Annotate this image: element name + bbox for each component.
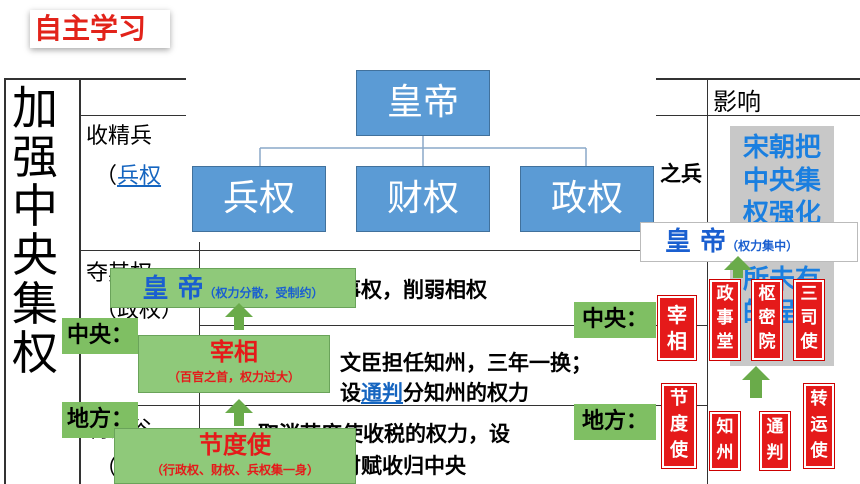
- left-arrow-1-stem: [234, 316, 244, 330]
- row4-label-sub: （: [95, 456, 118, 481]
- row3-text-line2: 设通判分知州的权力: [340, 381, 529, 405]
- right-local-tongpan: 通判: [760, 412, 790, 470]
- left-arrow-2-stem: [234, 412, 244, 426]
- row2-text: 事权，削弱相权: [340, 278, 487, 302]
- left-center-label: 中央：: [62, 318, 138, 354]
- right-local-jiedushi: 节度使: [662, 384, 696, 468]
- right-center-zhengshitang: 政事堂: [710, 280, 740, 360]
- table-border-left: [4, 78, 6, 484]
- left-char: 央: [12, 228, 58, 282]
- left-char: 加: [12, 81, 58, 135]
- right-center-label: 中央：: [574, 302, 656, 338]
- left-char: 集: [12, 277, 58, 331]
- row3-text-line1: 文臣担任知州，三年一换；: [340, 351, 592, 375]
- row3-link-tongpan: 通判: [361, 381, 403, 405]
- org-caiquan-box: 财权: [356, 166, 490, 232]
- left-char: 权: [12, 326, 58, 380]
- right-center-sansishi: 三司使: [794, 280, 824, 360]
- right-emperor-box: 皇 帝（权力集中）: [640, 222, 858, 262]
- row1-right-fragment: 之兵: [660, 162, 702, 186]
- org-emperor-box: 皇帝: [356, 70, 490, 136]
- right-arrow-2-stem: [750, 380, 762, 398]
- left-jiedushi-box: 节度使 （行政权、财权、兵权集一身）: [114, 428, 356, 484]
- table-divider-row4: [79, 405, 707, 406]
- left-column-title: 加 强 中 央 集 权: [12, 84, 68, 378]
- row1-label-sub: （兵权: [95, 164, 162, 189]
- left-arrow-2-icon: [225, 399, 253, 413]
- left-char: 强: [12, 130, 58, 184]
- right-arrow-1-stem: [733, 268, 743, 278]
- row1-label: 收精兵: [86, 124, 153, 149]
- org-bingquan-box: 兵权: [192, 166, 326, 232]
- left-chancellor-box: 宰相 （百官之首，权力过大）: [138, 335, 330, 393]
- row1-link-bingquan: 兵权: [117, 164, 162, 189]
- table-divider-col1: [79, 78, 81, 484]
- right-arrow-1-icon: [724, 256, 752, 270]
- org-zhengquan-box: 政权: [520, 166, 654, 232]
- right-local-zhuanyunshi: 转运使: [804, 384, 834, 468]
- org-connectors: [259, 136, 587, 166]
- right-arrow-2-icon: [742, 366, 770, 380]
- left-char: 中: [12, 179, 58, 233]
- right-center-zaixiang: 宰相: [658, 296, 696, 360]
- right-local-zhizhou: 知州: [710, 412, 740, 470]
- left-emperor-box: 皇 帝（权力分散，受制约）: [110, 268, 356, 308]
- table-divider-col3: [707, 78, 708, 484]
- right-local-label: 地方：: [574, 404, 656, 440]
- right-center-shumiyuan: 枢密院: [752, 280, 782, 360]
- page-title: 自主学习: [30, 10, 170, 48]
- row4-text-line2: 财赋收归中央: [340, 454, 466, 478]
- header-influence: 影响: [713, 88, 761, 116]
- table-divider-row3: [199, 325, 707, 326]
- left-arrow-1-icon: [225, 303, 253, 317]
- table-divider-row2: [79, 250, 707, 251]
